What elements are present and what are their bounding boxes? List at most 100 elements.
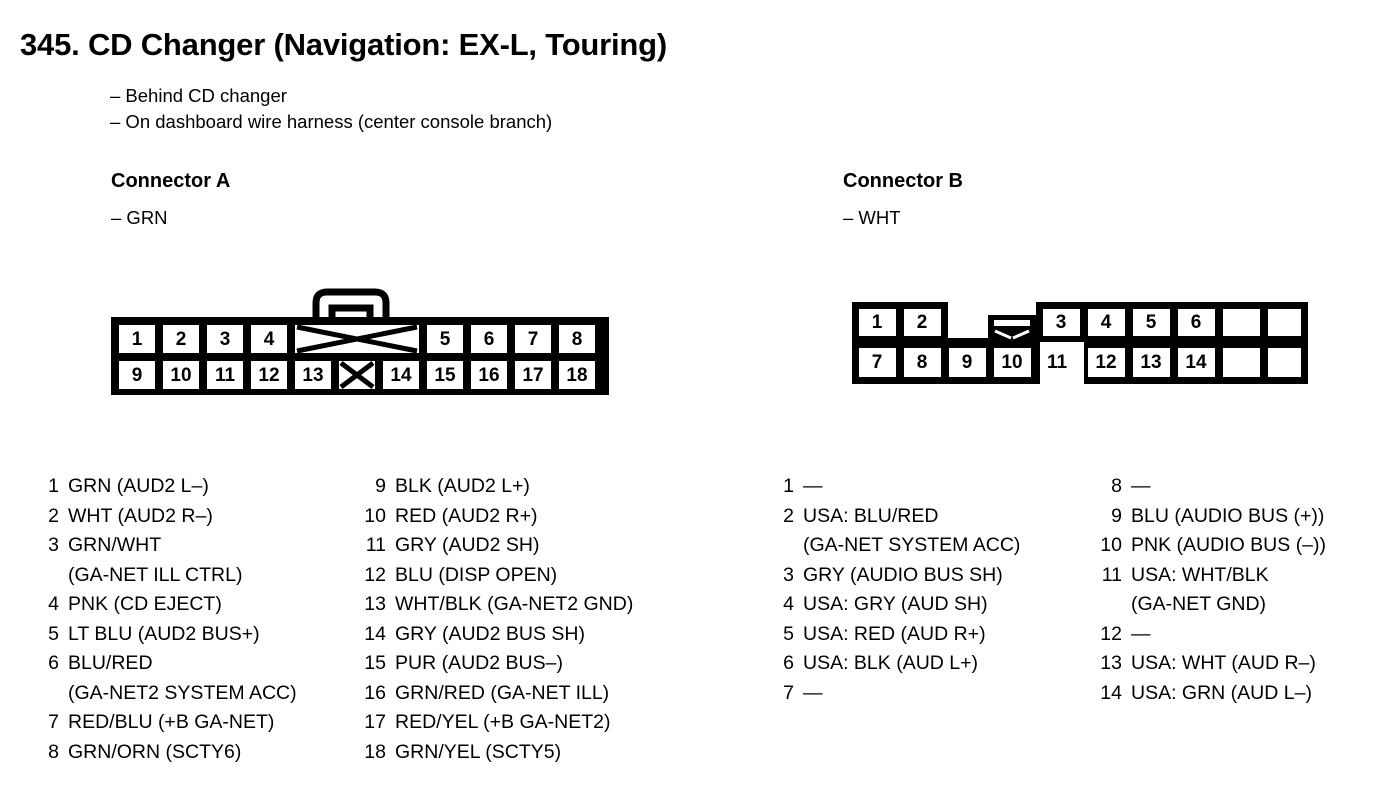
pin-cell-b5: 5: [1146, 312, 1157, 333]
pin-description: BLU (AUDIO BUS (+)): [1131, 504, 1325, 527]
pin-description: GRN/YEL (SCTY5): [395, 740, 562, 763]
pin-cell-17: 17: [522, 365, 543, 386]
pin-cell-9: 9: [132, 365, 143, 386]
pin-number: 13: [364, 593, 386, 615]
pin-number: 9: [1111, 504, 1122, 527]
pin-description: USA: BLK (AUD L+): [803, 652, 979, 674]
pin-number: 15: [364, 652, 386, 674]
page-title: 345. CD Changer (Navigation: EX-L, Touri…: [20, 27, 668, 62]
pin-number: 12: [364, 563, 386, 586]
pin-description: RED/YEL (+B GA-NET2): [395, 711, 611, 733]
pin-cell-16: 16: [478, 365, 499, 386]
pin-number: 2: [783, 504, 794, 527]
pin-description: GRN/WHT (GA-NET ILL CTRL): [68, 534, 243, 586]
pin-description: BLU/RED (GA-NET2 SYSTEM ACC): [68, 652, 297, 704]
pin-list-item: 8—: [1096, 472, 1376, 502]
pin-number: 9: [375, 475, 386, 497]
pin-number: 14: [1100, 681, 1122, 704]
pin-number: 7: [48, 711, 59, 733]
pin-number: 10: [1100, 534, 1122, 556]
pin-cell-13: 13: [302, 365, 323, 386]
pin-number: 3: [783, 563, 794, 586]
pin-description: —: [1131, 475, 1151, 497]
pin-number: 17: [364, 711, 386, 733]
pin-description: USA: WHT (AUD R–): [1131, 652, 1316, 674]
pin-cell-4: 4: [264, 329, 275, 350]
pin-cell-7: 7: [528, 329, 539, 350]
pin-cell-b11: 11: [1047, 352, 1068, 373]
pin-cell-b1: 1: [872, 312, 883, 333]
pin-number: 10: [364, 504, 386, 527]
pin-cell-b3: 3: [1056, 312, 1067, 333]
pin-description: RED (AUD2 R+): [395, 504, 538, 527]
pin-number: 5: [783, 622, 794, 645]
pin-number: 12: [1100, 622, 1122, 645]
pin-list-item: 18 GRN/YEL (SCTY5): [360, 738, 680, 768]
pin-cell-15: 15: [434, 365, 456, 386]
pin-cell-b7: 7: [872, 352, 883, 373]
pin-number: 7: [783, 681, 794, 704]
pin-description: USA: GRN (AUD L–): [1131, 681, 1312, 704]
pin-list-item: 9 BLK (AUD2 L+): [360, 472, 680, 502]
connector-b-pinout-diagram: 1 2 3 4 5 6 7 8 9 10 11 12 13 14: [852, 302, 1308, 384]
pin-list-item: 13 WHT/BLK (GA-NET2 GND): [360, 590, 680, 620]
subtitle-behind-cd-changer: – Behind CD changer: [110, 85, 287, 106]
pin-number: 11: [1101, 563, 1122, 586]
pin-description: BLU (DISP OPEN): [395, 563, 558, 586]
pin-cell-12: 12: [258, 365, 279, 386]
pin-list-item: 3 GRY (AUDIO BUS SH): [768, 561, 1088, 591]
pin-list-item: 15 PUR (AUD2 BUS–): [360, 649, 680, 679]
pin-number: 14: [364, 622, 386, 645]
pin-description: GRY (AUDIO BUS SH): [803, 563, 1003, 586]
pin-cell-18: 18: [566, 365, 587, 386]
pin-description: USA: BLU/RED (GA-NET SYSTEM ACC): [803, 504, 1021, 557]
pin-description: RED/BLU (+B GA-NET): [68, 711, 275, 733]
pin-description: USA: RED (AUD R+): [803, 622, 986, 645]
pin-number: 6: [48, 652, 59, 674]
pin-description: —: [803, 475, 823, 497]
pin-description: BLK (AUD2 L+): [395, 475, 530, 497]
pin-list-item: 14 GRY (AUD2 BUS SH): [360, 620, 680, 650]
pin-description: GRY (AUD2 BUS SH): [395, 622, 585, 645]
pin-description: PNK (CD EJECT): [68, 593, 222, 615]
pin-number: 13: [1100, 652, 1122, 674]
pin-list-item: 14 USA: GRN (AUD L–): [1096, 679, 1376, 709]
pin-number: 3: [48, 534, 59, 556]
connector-b-pin-list-column-1: 1—2 USA: BLU/RED (GA-NET SYSTEM ACC) 3 GRY …: [768, 472, 1088, 708]
pin-cell-b10: 10: [1001, 352, 1022, 373]
pin-cell-14: 14: [390, 365, 412, 386]
pin-cell-b2: 2: [917, 312, 928, 333]
pin-number: 8: [1111, 475, 1122, 497]
connector-a-pinout-diagram: 1 2 3 4 5 6 7 8 9 10 11 12 13 14 15 16 1…: [111, 288, 609, 395]
pin-cell-3: 3: [220, 329, 231, 350]
pin-number: 2: [48, 504, 59, 527]
latch-notch-icon: [988, 315, 1036, 343]
pin-list-item: 6 BLU/RED (GA-NET2 SYSTEM ACC): [33, 649, 353, 708]
pin-number: 18: [364, 740, 386, 763]
pin-cell-2: 2: [176, 329, 187, 350]
pin-description: WHT/BLK (GA-NET2 GND): [395, 593, 634, 615]
pin-list-item: 5 USA: RED (AUD R+): [768, 620, 1088, 650]
pin-number: 4: [783, 593, 794, 615]
pin-description: PUR (AUD2 BUS–): [395, 652, 563, 674]
pin-list-item: 9 BLU (AUDIO BUS (+)): [1096, 502, 1376, 532]
pin-description: —: [1131, 622, 1151, 645]
pin-list-item: 12 —: [1096, 620, 1376, 650]
latch-tab-icon: [312, 288, 390, 320]
pin-list-item: 17 RED/YEL (+B GA-NET2): [360, 708, 680, 738]
pin-cell-8: 8: [572, 329, 583, 350]
pin-cell-b13: 13: [1140, 352, 1161, 373]
pin-list-item: 3 GRN/WHT (GA-NET ILL CTRL): [33, 531, 353, 590]
pin-list-item: 1—: [768, 472, 1088, 502]
pin-description: GRY (AUD2 SH): [395, 534, 540, 556]
pin-number: 4: [48, 593, 59, 615]
pin-list-item: 4 PNK (CD EJECT): [33, 590, 353, 620]
pin-cell-b6: 6: [1191, 312, 1202, 333]
